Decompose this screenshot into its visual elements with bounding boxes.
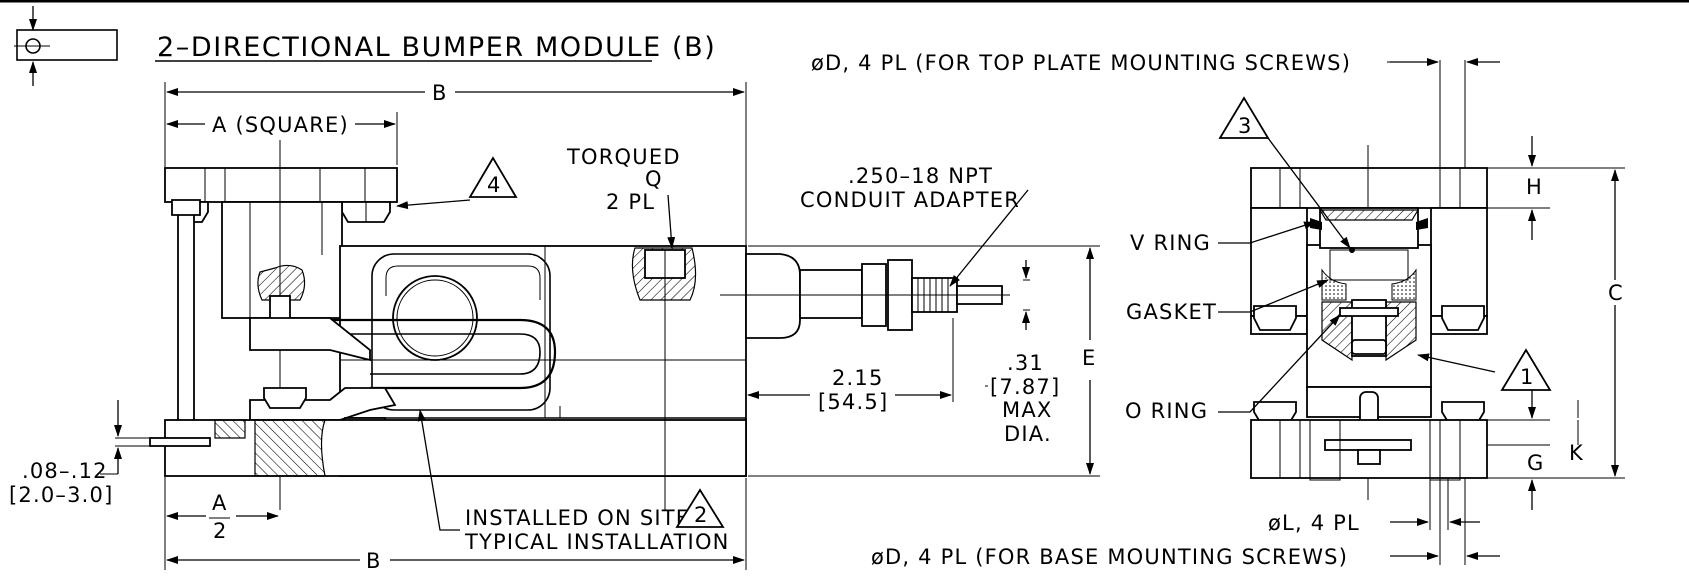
dim-g-label: G: [1527, 451, 1544, 475]
dim-31-line3: MAX: [1002, 398, 1052, 422]
drawing-title: 2–DIRECTIONAL BUMPER MODULE (B): [157, 32, 716, 63]
dim-31-line2: [7.87]: [990, 375, 1060, 399]
torqued-label-line3: 2 PL: [606, 190, 655, 214]
a-half-denominator: 2: [213, 519, 228, 543]
note-2-triangle: 2: [675, 488, 725, 528]
o-ring-label: O RING: [1125, 399, 1208, 423]
gap-label-line2: [2.0–3.0]: [9, 483, 113, 507]
gap-label-line1: .08–.12: [22, 459, 108, 483]
dim-31-line4: DIA.: [1004, 422, 1052, 446]
top-screws-label: øD, 4 PL (FOR TOP PLATE MOUNTING SCREWS): [811, 51, 1351, 75]
dia-l-label: øL, 4 PL: [1268, 511, 1360, 535]
dim-215-line1: 2.15: [832, 366, 884, 390]
install-note-line2: TYPICAL INSTALLATION: [464, 530, 730, 554]
dim-e-label: E: [1082, 346, 1096, 370]
view-symbol-icon: [14, 6, 118, 86]
dim-31-line1: .31: [1007, 351, 1044, 375]
note-2-number: 2: [694, 503, 709, 527]
conduit-label-line2: CONDUIT ADAPTER: [800, 188, 1020, 212]
dim-k-label: K: [1569, 441, 1584, 465]
torqued-label-line2: Q: [645, 167, 663, 191]
v-ring-label: V RING: [1130, 231, 1211, 255]
torqued-label-line1: TORQUED: [566, 145, 681, 169]
install-note-line1: INSTALLED ON SITE: [465, 506, 690, 530]
note-1-triangle: 1: [1500, 348, 1552, 391]
gasket-label: GASKET: [1126, 300, 1217, 324]
dim-c-label: C: [1608, 281, 1624, 305]
note-3-number: 3: [1238, 114, 1253, 138]
side-view: B A (SQUARE): [100, 81, 1100, 570]
a-half-numerator: A: [212, 491, 228, 515]
end-view: [1218, 58, 1625, 565]
note-3-triangle: 3: [1218, 96, 1270, 139]
note-4-number: 4: [487, 173, 502, 197]
note-4-triangle: 4: [468, 156, 518, 198]
note-1-number: 1: [1520, 365, 1535, 389]
dim-a-square-label: A (SQUARE): [212, 113, 349, 137]
dim-h-label: H: [1526, 175, 1543, 199]
dim-b-bottom-label: B: [366, 549, 382, 573]
dim-215-line2: [54.5]: [818, 390, 888, 414]
base-screws-label: øD, 4 PL (FOR BASE MOUNTING SCREWS): [871, 545, 1348, 569]
dim-b-top-label: B: [432, 81, 448, 105]
conduit-label-line1: .250–18 NPT: [848, 164, 993, 188]
